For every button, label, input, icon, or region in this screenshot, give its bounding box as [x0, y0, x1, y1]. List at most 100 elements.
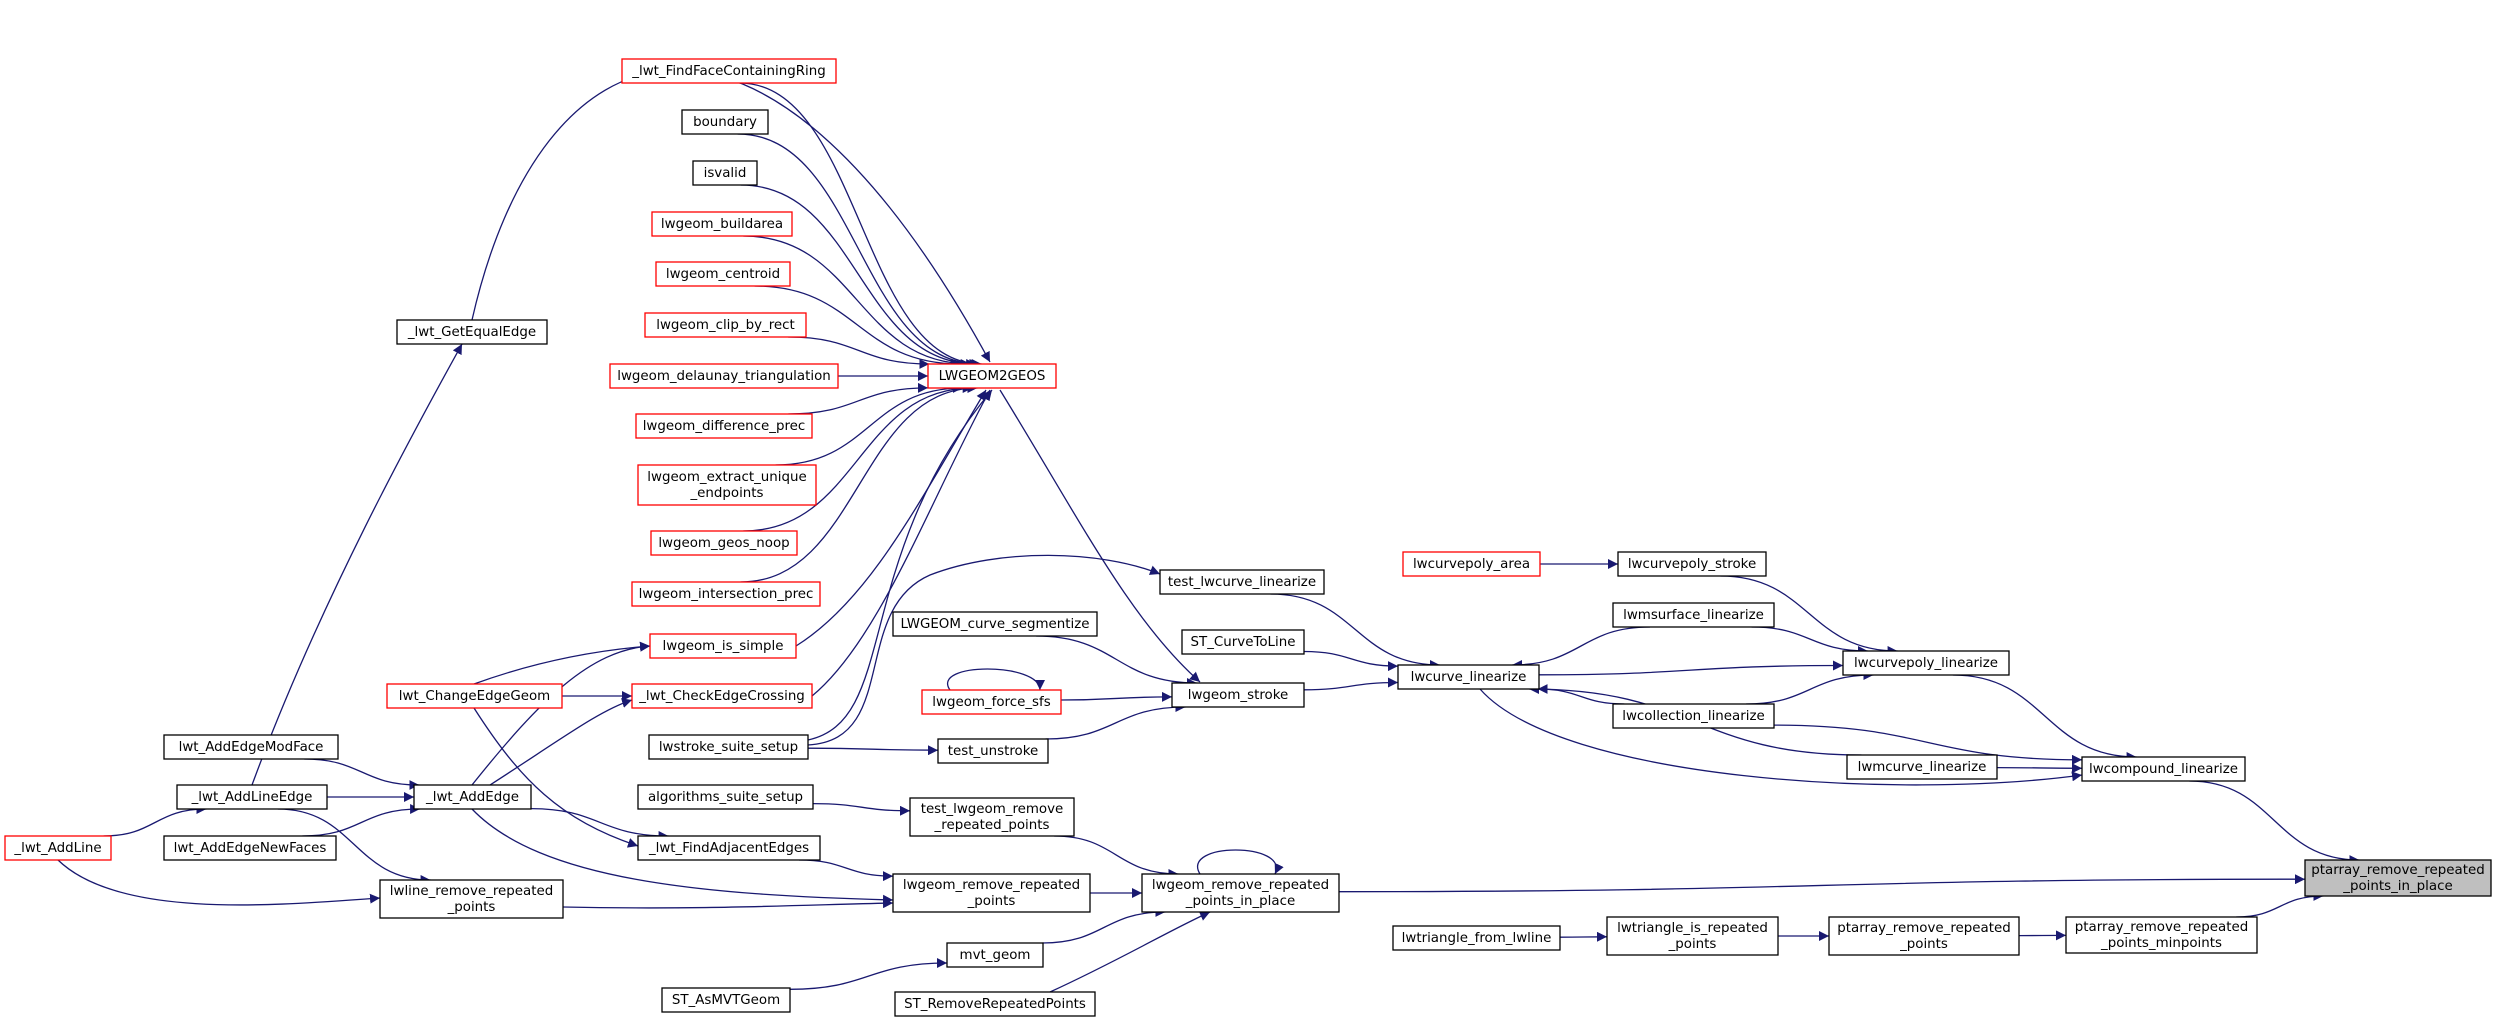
graph-node-lwcurvepoly_stroke[interactable]: lwcurvepoly_stroke	[1617, 551, 1767, 577]
graph-node-lwgeom_centroid[interactable]: lwgeom_centroid	[655, 261, 791, 287]
graph-node-lwcurvepoly_area[interactable]: lwcurvepoly_area	[1402, 551, 1541, 577]
graph-node-lwt_AddEdgeModFace[interactable]: lwt_AddEdgeModFace	[163, 734, 339, 760]
node-box	[379, 879, 564, 919]
node-box	[637, 835, 821, 861]
call-edge-lwstroke_suite_setup-to-LWGEOM2GEOS	[807, 389, 993, 741]
call-edge-lwstroke_suite_setup-to-test_lwcurve_linearize	[807, 554, 1161, 746]
call-edge-lwgeom_rrp_in_place-to-lwgeom_rrp_in_place	[1196, 849, 1284, 875]
graph-node-_lwt_AddLine[interactable]: _lwt_AddLine	[4, 835, 112, 861]
call-edge-_lwt_FindFaceContainingRing-to-LWGEOM2GEOS	[739, 82, 982, 369]
graph-node-lwgeom_clip_by_rect[interactable]: lwgeom_clip_by_rect	[644, 312, 807, 338]
node-label: lwtriangle_is_repeated	[1617, 921, 1768, 936]
graph-node-lwgeom_delaunay_triangulation[interactable]: lwgeom_delaunay_triangulation	[609, 363, 839, 389]
node-box	[661, 987, 791, 1013]
graph-node-lwgeom_geos_noop[interactable]: lwgeom_geos_noop	[650, 530, 798, 556]
node-box	[946, 942, 1044, 968]
call-edge-lwcurve_linearize-to-lwcurvepoly_linearize	[1538, 660, 1844, 676]
graph-node-lwgeom_remove_repeated_points[interactable]: lwgeom_remove_repeated_points	[892, 873, 1091, 913]
graph-node-ptarray_remove_repeated_points[interactable]: ptarray_remove_repeated_points	[1828, 916, 2020, 956]
node-box	[1171, 682, 1305, 708]
graph-node-algorithms_suite_setup[interactable]: algorithms_suite_setup	[637, 784, 814, 810]
graph-node-lwtriangle_is_repeated_points[interactable]: lwtriangle_is_repeated_points	[1606, 916, 1779, 956]
graph-node-lwgeom_buildarea[interactable]: lwgeom_buildarea	[651, 211, 793, 237]
graph-node-lwgeom_stroke[interactable]: lwgeom_stroke	[1171, 682, 1305, 708]
graph-node-_lwt_FindAdjacentEdges[interactable]: _lwt_FindAdjacentEdges	[637, 835, 821, 861]
graph-node-boundary[interactable]: boundary	[681, 109, 769, 135]
node-label: lwgeom_extract_unique	[647, 470, 806, 485]
node-label: lwcurve_linearize	[1411, 670, 1527, 685]
graph-node-_lwt_FindFaceContainingRing[interactable]: _lwt_FindFaceContainingRing	[621, 58, 837, 84]
graph-node-_lwt_AddLineEdge[interactable]: _lwt_AddLineEdge	[176, 784, 328, 810]
call-edge-lwt_ChangeEdgeGeom-to-_lwt_FindAdjacentEdges	[473, 707, 639, 848]
node-box	[637, 784, 814, 810]
node-box	[655, 261, 791, 287]
graph-node-isvalid[interactable]: isvalid	[692, 160, 758, 186]
node-box	[4, 835, 112, 861]
graph-node-lwt_AddEdgeNewFaces[interactable]: lwt_AddEdgeNewFaces	[163, 835, 337, 861]
node-label: ST_CurveToLine	[1191, 635, 1296, 650]
node-label: ptarray_remove_repeated	[1837, 921, 2010, 936]
graph-node-ptarray_rrp_minpoints[interactable]: ptarray_remove_repeated_points_minpoints	[2065, 916, 2258, 954]
node-label: _points	[1668, 937, 1717, 952]
graph-node-lwt_ChangeEdgeGeom[interactable]: lwt_ChangeEdgeGeom	[386, 683, 563, 709]
graph-node-lwcurvepoly_linearize[interactable]: lwcurvepoly_linearize	[1842, 650, 2010, 676]
node-label: lwstroke_suite_setup	[659, 740, 798, 755]
node-box	[2081, 756, 2246, 782]
call-edge-lwt_AddEdgeModFace-to-_lwt_AddEdge	[304, 758, 420, 790]
graph-node-_lwt_GetEqualEdge[interactable]: _lwt_GetEqualEdge	[396, 319, 548, 345]
graph-node-lwgeom_intersection_prec[interactable]: lwgeom_intersection_prec	[631, 581, 821, 607]
call-edge-lwgeom_clip_by_rect-to-LWGEOM2GEOS	[788, 336, 930, 369]
node-box	[892, 873, 1091, 913]
graph-node-ST_AsMVTGeom[interactable]: ST_AsMVTGeom	[661, 987, 791, 1013]
node-label: _repeated_points	[934, 818, 1050, 833]
call-edge-_lwt_CheckEdgeCrossing-to-LWGEOM2GEOS	[811, 389, 991, 697]
graph-node-test_unstroke[interactable]: test_unstroke	[937, 738, 1049, 764]
graph-node-lwgeom_force_sfs[interactable]: lwgeom_force_sfs	[921, 689, 1062, 715]
node-label: _lwt_AddLineEdge	[191, 790, 313, 805]
node-label: lwgeom_remove_repeated	[903, 878, 1080, 893]
graph-node-lwmsurface_linearize[interactable]: lwmsurface_linearize	[1612, 602, 1775, 628]
graph-node-ST_RemoveRepeatedPoints[interactable]: ST_RemoveRepeatedPoints	[894, 991, 1096, 1017]
graph-node-lwcompound_linearize[interactable]: lwcompound_linearize	[2081, 756, 2246, 782]
graph-node-test_lwgeom_remove_repeated_points[interactable]: test_lwgeom_remove_repeated_points	[909, 797, 1075, 837]
graph-node-lwgeom_rrp_in_place[interactable]: lwgeom_remove_repeated_points_in_place	[1141, 873, 1340, 913]
node-label: lwgeom_force_sfs	[932, 695, 1050, 710]
node-box	[1612, 602, 1775, 628]
graph-node-lwgeom_extract_unique_endpoints[interactable]: lwgeom_extract_unique_endpoints	[637, 464, 817, 506]
graph-node-lwcollection_linearize[interactable]: lwcollection_linearize	[1612, 703, 1775, 729]
node-box	[681, 109, 769, 135]
graph-node-_lwt_AddEdge[interactable]: _lwt_AddEdge	[413, 784, 532, 810]
node-box	[1181, 629, 1305, 655]
call-edge-lwcollection_linearize-to-lwcompound_linearize	[1773, 724, 2083, 765]
call-edge-ST_RemoveRepeatedPoints-to-lwgeom_rrp_in_place	[1049, 911, 1211, 993]
node-label: ST_AsMVTGeom	[672, 993, 780, 1008]
node-box	[927, 363, 1057, 389]
graph-node-ST_CurveToLine[interactable]: ST_CurveToLine	[1181, 629, 1305, 655]
graph-node-ptarray_rrp_in_place[interactable]: ptarray_remove_repeated_points_in_place	[2304, 859, 2492, 897]
graph-node-lwcurve_linearize[interactable]: lwcurve_linearize	[1397, 664, 1540, 690]
graph-node-LWGEOM2GEOS[interactable]: LWGEOM2GEOS	[927, 363, 1057, 389]
call-edge-lwgeom_extract_unique_endpoints-to-LWGEOM2GEOS	[775, 383, 963, 466]
node-label: lwmsurface_linearize	[1623, 608, 1764, 623]
node-label: _lwt_FindFaceContainingRing	[631, 64, 825, 79]
node-label: lwgeom_stroke	[1188, 688, 1289, 703]
node-label: mvt_geom	[960, 948, 1031, 963]
graph-node-lwtriangle_from_lwline[interactable]: lwtriangle_from_lwline	[1392, 925, 1561, 951]
node-box	[644, 312, 807, 338]
graph-node-lwmcurve_linearize[interactable]: lwmcurve_linearize	[1846, 754, 1998, 780]
node-box	[631, 683, 813, 709]
graph-node-lwgeom_difference_prec[interactable]: lwgeom_difference_prec	[635, 413, 813, 439]
graph-node-LWGEOM_curve_segmentize[interactable]: LWGEOM_curve_segmentize	[892, 611, 1098, 637]
node-label: ST_RemoveRepeatedPoints	[904, 997, 1086, 1012]
graph-node-mvt_geom[interactable]: mvt_geom	[946, 942, 1044, 968]
graph-node-lwstroke_suite_setup[interactable]: lwstroke_suite_setup	[648, 734, 809, 760]
graph-node-lwline_remove_repeated_points[interactable]: lwline_remove_repeated_points	[379, 879, 564, 919]
node-label: lwt_AddEdgeNewFaces	[174, 841, 327, 856]
node-box	[2304, 859, 2492, 897]
call-edge-test_lwgeom_remove_repeated_points-to-lwgeom_rrp_in_place	[1054, 835, 1179, 879]
graph-node-lwgeom_is_simple[interactable]: lwgeom_is_simple	[649, 633, 797, 659]
graph-node-_lwt_CheckEdgeCrossing[interactable]: _lwt_CheckEdgeCrossing	[631, 683, 813, 709]
edges-layer	[57, 69, 2360, 993]
graph-node-test_lwcurve_linearize[interactable]: test_lwcurve_linearize	[1159, 569, 1325, 595]
